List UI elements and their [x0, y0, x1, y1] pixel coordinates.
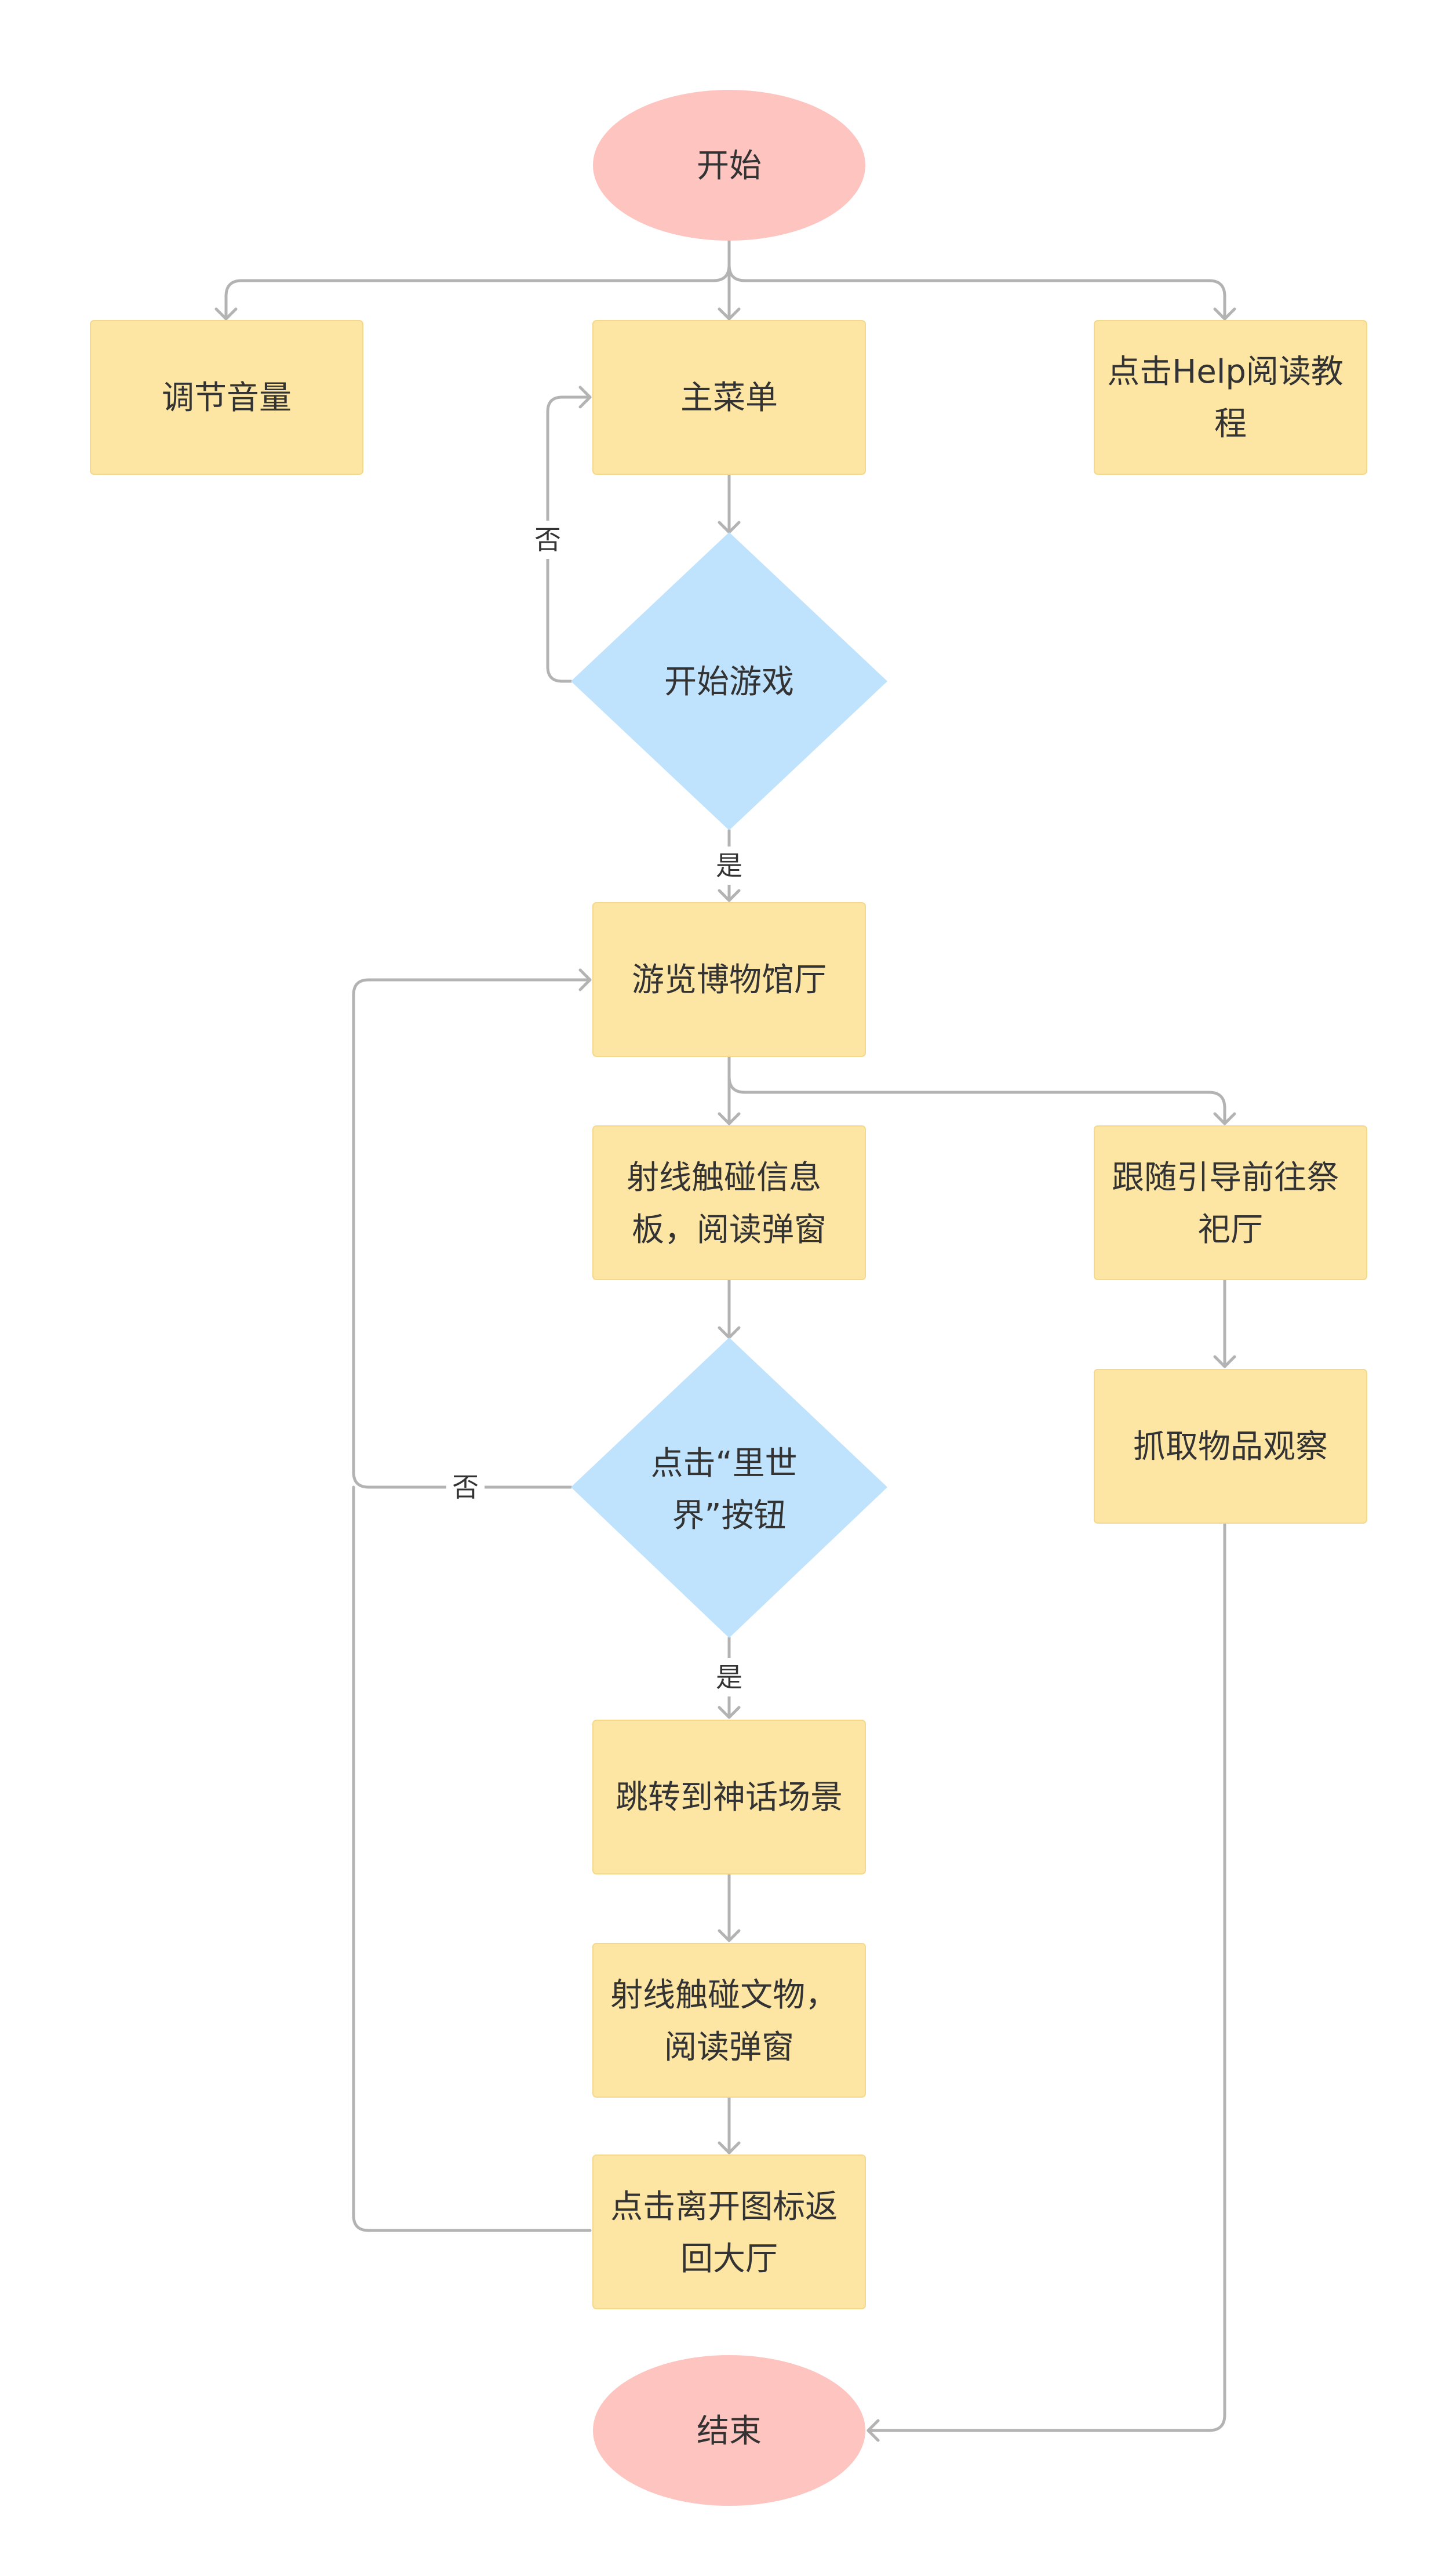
arrow-head-grab — [1213, 1355, 1236, 1368]
ray-board-label: 射线触碰信息 板，阅读弹窗 — [627, 1159, 832, 1249]
label-bg-no-inner-world — [446, 1468, 485, 1506]
start-node — [593, 90, 865, 241]
myth-scene-label: 跳转到神话场景 — [616, 1779, 843, 1816]
ray-board-node — [592, 1125, 866, 1280]
edges — [214, 239, 1236, 2442]
main-menu-label: 主菜单 — [680, 379, 778, 417]
help-node — [1094, 320, 1367, 475]
tour-hall-node — [592, 902, 866, 1057]
ray-relic-label: 射线触碰文物， 阅读弹窗 — [610, 1976, 848, 2066]
follow-guide-label: 跟随引导前往祭 祀厅 — [1112, 1159, 1349, 1249]
arrow-head-main-menu-loop — [578, 386, 592, 409]
volume-node — [90, 320, 363, 475]
edge-label-yes-start-game: 是 — [716, 850, 742, 881]
edge-inner-world-no-to-tour-hall — [352, 978, 592, 1489]
arrow-head-main-menu — [718, 307, 741, 321]
edge-grab-to-end — [867, 1521, 1226, 2432]
main-menu-node — [592, 320, 866, 475]
arrow-head-help — [1213, 307, 1236, 321]
leave-icon-label: 点击离开图标返 回大厅 — [610, 2188, 848, 2278]
edge-label-yes-inner-world: 是 — [716, 1662, 742, 1693]
volume-label: 调节音量 — [162, 379, 292, 417]
edge-label-no-start-game: 否 — [534, 524, 561, 555]
label-bg-yes-start-game — [710, 846, 748, 885]
edge-label-no-inner-world: 否 — [452, 1472, 479, 1503]
start-label: 开始 — [697, 147, 762, 185]
nodes — [90, 90, 1367, 2506]
ray-relic-node — [592, 1943, 866, 2098]
start-game-label: 开始游戏 — [664, 663, 794, 701]
edge-labels: 否 是 否 是 — [452, 524, 742, 1693]
myth-scene-node — [592, 1720, 866, 1874]
arrow-head-myth-scene — [718, 1706, 741, 1719]
arrow-head-tour-hall — [718, 889, 741, 902]
label-bg-no-start-game — [529, 521, 567, 559]
arrow-head-leave-icon — [718, 2141, 741, 2154]
grab-object-label: 抓取物品观察 — [1133, 1428, 1328, 1466]
end-label: 结束 — [697, 2412, 762, 2450]
edge-start-to-volume — [224, 239, 731, 321]
arrow-head-ray-board — [718, 1112, 741, 1125]
grab-object-node — [1094, 1369, 1367, 1524]
arrow-head-ray-relic — [718, 1929, 741, 1942]
leave-icon-node — [592, 2154, 866, 2309]
start-game-decision — [571, 532, 887, 830]
inner-world-label: 点击“里世 界”按钮 — [651, 1445, 808, 1535]
edge-start-to-help — [727, 239, 1226, 321]
inner-world-decision — [571, 1338, 887, 1638]
arrow-head-end-from-grab — [867, 2419, 880, 2442]
arrow-head-volume — [214, 307, 238, 321]
node-labels: 开始 调节音量 主菜单 点击Help阅读教 程 开始游戏 游览博物馆厅 射线触碰… — [162, 147, 1353, 2450]
follow-guide-node — [1094, 1125, 1367, 1280]
arrow-head-follow-guide — [1213, 1112, 1236, 1125]
end-node — [593, 2355, 865, 2506]
label-bg-yes-inner-world — [710, 1658, 748, 1696]
edge-leave-icon-to-tour-hall — [352, 1485, 592, 2232]
help-label: 点击Help阅读教 程 — [1107, 353, 1353, 443]
tour-hall-label: 游览博物馆厅 — [632, 961, 827, 999]
arrow-head-tour-hall-loop — [578, 968, 592, 991]
edge-tour-hall-to-follow-guide — [727, 1055, 1226, 1125]
